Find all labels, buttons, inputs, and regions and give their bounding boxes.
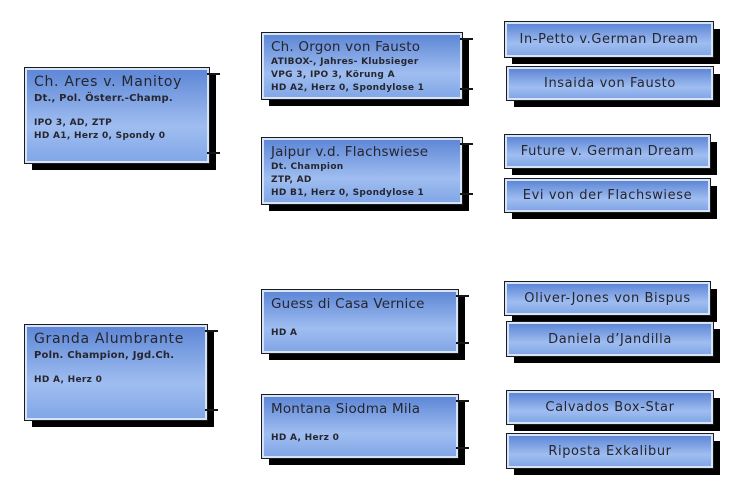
pedigree-box-oliver-jones-von-bispus[interactable]: Oliver-Jones von Bispus <box>504 281 711 316</box>
dog-name: Ch. Ares v. Manitoy <box>34 74 183 90</box>
pedigree-box-evi-von-der-flachswiese[interactable]: Evi von der Flachswiese <box>504 178 711 213</box>
dog-championships: Dt., Pol. Österr.-Champ. <box>34 93 173 104</box>
pedigree-box-guess-di-casa-vernice[interactable]: Guess di Casa Vernice HD A <box>261 289 469 354</box>
dog-name: Montana Siodma Mila <box>271 401 421 417</box>
spacer <box>271 418 449 432</box>
dog-championships: Poln. Champion, Jgd.Ch. <box>34 350 175 361</box>
dog-health-info: HD A, Herz 0 <box>34 375 103 385</box>
dog-name: Jaipur v.d. Flachswiese <box>271 144 429 160</box>
spacer <box>34 105 200 117</box>
dog-name: Future v. German Dream <box>520 144 695 159</box>
connector-stub <box>456 447 469 449</box>
dog-name: Granda Alumbrante <box>34 331 185 347</box>
pedigree-box-jaipur-vd-flachswiese[interactable]: Jaipur v.d. Flachswiese Dt. Champion ZTP… <box>261 137 473 205</box>
pedigree-box-in-petto-v-german-dream[interactable]: In-Petto v.German Dream <box>504 21 714 58</box>
connector-stub <box>460 193 473 195</box>
pedigree-box-orgon-von-fausto[interactable]: Ch. Orgon von Fausto ATIBOX-, Jahres- Kl… <box>261 32 473 100</box>
pedigree-box-ares-v-manitoy[interactable]: Ch. Ares v. Manitoy Dt., Pol. Österr.-Ch… <box>24 67 220 164</box>
dog-name: Calvados Box-Star <box>545 400 675 415</box>
pedigree-box-calvados-box-star[interactable]: Calvados Box-Star <box>506 390 714 425</box>
connector-stub <box>460 88 473 90</box>
dog-health-info: HD A, Herz 0 <box>271 433 340 443</box>
dog-health-info: HD B1, Herz 0, Spondylose 1 <box>271 188 425 198</box>
connector-stub <box>456 342 469 344</box>
dog-name: In-Petto v.German Dream <box>519 32 699 47</box>
pedigree-box-insaida-von-fausto[interactable]: Insaida von Fausto <box>506 66 714 101</box>
spacer <box>34 362 198 374</box>
connector-stub <box>205 409 218 411</box>
pedigree-box-montana-siodma-mila[interactable]: Montana Siodma Mila HD A, Herz 0 <box>261 394 469 459</box>
dog-health-info: HD A2, Herz 0, Spondylose 1 <box>271 83 425 93</box>
dog-health-info: HD A1, Herz 0, Spondy 0 <box>34 131 166 141</box>
pedigree-box-granda-alumbrante[interactable]: Granda Alumbrante Poln. Champion, Jgd.Ch… <box>24 324 218 421</box>
dog-championships: Dt. Champion <box>271 162 344 172</box>
dog-name: Ch. Orgon von Fausto <box>271 39 421 55</box>
connector-stub <box>460 38 473 40</box>
dog-name: Evi von der Flachswiese <box>522 188 693 203</box>
connector-stub <box>207 73 220 75</box>
connector-stub <box>205 330 218 332</box>
dog-health-info: HD A <box>271 328 298 338</box>
pedigree-box-future-v-german-dream[interactable]: Future v. German Dream <box>504 134 711 169</box>
dog-name: Daniela d’Jandilla <box>548 331 672 347</box>
connector-stub <box>456 295 469 297</box>
connector-stub <box>456 400 469 402</box>
pedigree-box-daniela-d-jandilla[interactable]: Daniela d’Jandilla <box>506 321 714 357</box>
dog-name: Guess di Casa Vernice <box>271 296 425 312</box>
pedigree-box-riposta-exkalibur[interactable]: Riposta Exkalibur <box>506 433 714 469</box>
dog-name: Riposta Exkalibur <box>548 443 672 459</box>
dog-working-titles: IPO 3, AD, ZTP <box>34 118 112 128</box>
dog-name: Oliver-Jones von Bispus <box>524 291 691 306</box>
dog-name: Insaida von Fausto <box>544 76 676 91</box>
connector-stub <box>207 152 220 154</box>
dog-championships: ATIBOX-, Jahres- Klubsieger <box>271 57 419 67</box>
dog-working-titles: ZTP, AD <box>271 175 312 185</box>
spacer <box>271 313 449 327</box>
connector-stub <box>460 143 473 145</box>
dog-working-titles: VPG 3, IPO 3, Körung A <box>271 70 395 80</box>
